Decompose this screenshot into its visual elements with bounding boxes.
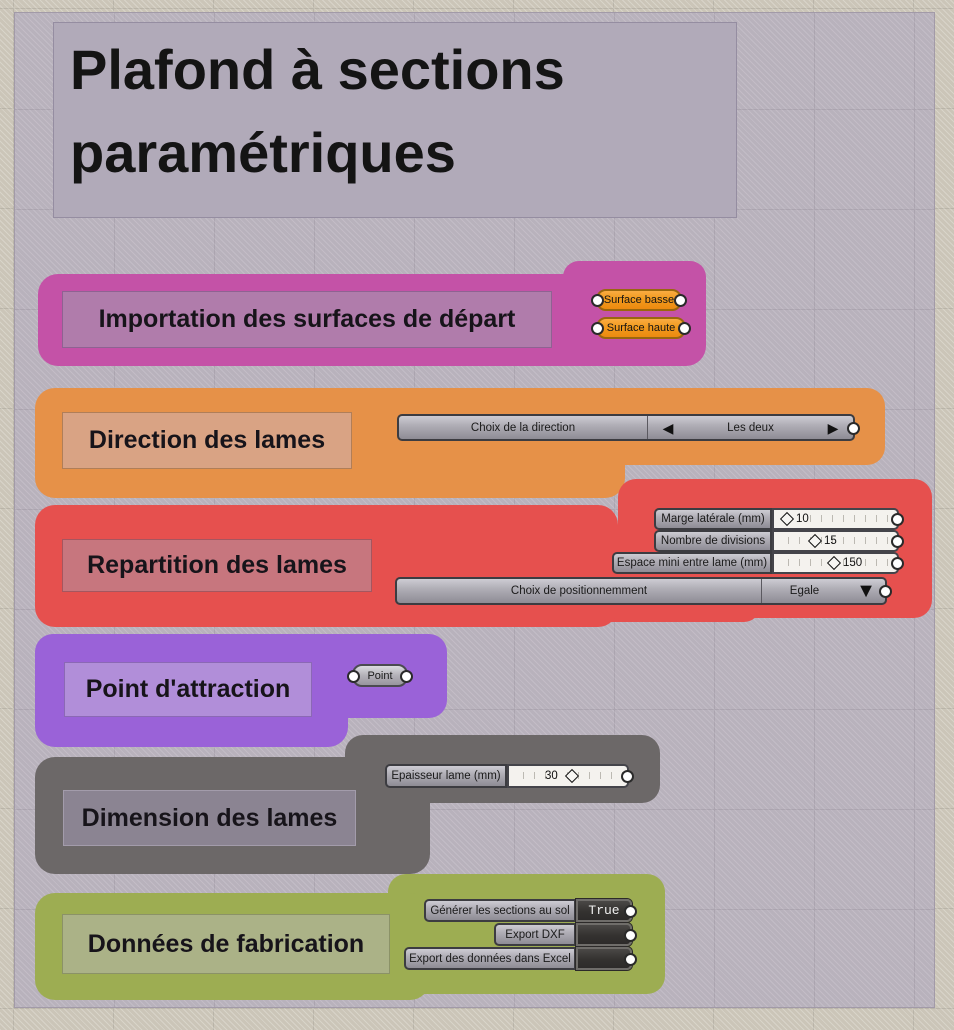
slider-marge-laterale-name: Marge latérale (mm) bbox=[654, 508, 772, 530]
slider-marge-laterale[interactable]: 10 bbox=[772, 508, 904, 530]
param-surface-haute-label: Surface haute bbox=[606, 322, 676, 334]
page-title: Plafond à sections paramétriques bbox=[70, 38, 565, 184]
slider-label: Epaisseur lame (mm) bbox=[391, 770, 501, 782]
toggle-label: Export des données dans Excel bbox=[409, 952, 571, 965]
value-list-direction-name: Choix de la direction bbox=[470, 421, 576, 434]
group-fabrication-label-panel: Données de fabrication bbox=[62, 914, 390, 974]
input-grip[interactable] bbox=[591, 294, 604, 307]
input-grip[interactable] bbox=[591, 322, 604, 335]
group-dimension-label-panel: Dimension des lames bbox=[63, 790, 356, 846]
value-list-positionnement-value: Egale bbox=[789, 585, 820, 597]
param-surface-basse-label: Surface basse bbox=[603, 294, 675, 306]
open-dropdown-button[interactable]: ▼ bbox=[847, 579, 885, 603]
group-importation-label: Importation des surfaces de départ bbox=[98, 305, 516, 333]
toggle-export-excel-name: Export des données dans Excel bbox=[404, 947, 576, 970]
toggle-export-dxf-name: Export DXF bbox=[494, 923, 576, 946]
toggle-label: Générer les sections au sol bbox=[430, 904, 570, 917]
title-panel: Plafond à sections paramétriques bbox=[53, 22, 737, 218]
slider-label: Marge latérale (mm) bbox=[661, 513, 765, 525]
output-grip[interactable] bbox=[891, 513, 904, 526]
output-grip[interactable] bbox=[847, 421, 860, 435]
value-list-direction[interactable]: Choix de la direction ◀ Les deux ▶ bbox=[397, 414, 860, 441]
slider-espace-mini[interactable]: 150 bbox=[772, 552, 904, 574]
slider-label: Espace mini entre lame (mm) bbox=[616, 557, 768, 569]
next-option-button[interactable]: ▶ bbox=[813, 416, 853, 439]
slider-value: 150 bbox=[843, 557, 863, 569]
output-grip[interactable] bbox=[624, 904, 637, 918]
group-importation-label-panel: Importation des surfaces de départ bbox=[62, 291, 552, 348]
slider-value: 10 bbox=[796, 513, 809, 525]
output-grip[interactable] bbox=[674, 294, 687, 307]
output-grip[interactable] bbox=[891, 535, 904, 548]
input-grip[interactable] bbox=[347, 669, 360, 683]
slider-ticks bbox=[778, 515, 893, 522]
group-dimension-label: Dimension des lames bbox=[81, 803, 338, 832]
output-grip[interactable] bbox=[891, 557, 904, 570]
param-surface-haute[interactable]: Surface haute bbox=[591, 317, 691, 339]
value-list-positionnement-name: Choix de positionnemment bbox=[510, 585, 648, 597]
output-grip[interactable] bbox=[624, 952, 637, 966]
group-attraction-label: Point d'attraction bbox=[85, 675, 291, 703]
toggle-export-dxf-button[interactable] bbox=[576, 923, 637, 946]
group-repartition-label: Repartition des lames bbox=[87, 551, 347, 579]
value-list-direction-value: Les deux bbox=[727, 421, 774, 434]
slider-value: 30 bbox=[545, 770, 558, 782]
dropdown-icon: ▼ bbox=[856, 580, 876, 602]
slider-value: 15 bbox=[824, 535, 837, 547]
slider-epaisseur-name: Epaisseur lame (mm) bbox=[385, 764, 507, 788]
slider-espace-mini-name: Espace mini entre lame (mm) bbox=[612, 552, 772, 574]
slider-nombre-divisions[interactable]: 15 bbox=[772, 530, 904, 552]
arrow-left-icon: ◀ bbox=[662, 419, 674, 436]
slider-label: Nombre de divisions bbox=[660, 535, 766, 547]
toggle-generer-sections-name: Générer les sections au sol bbox=[424, 899, 576, 922]
param-surface-basse[interactable]: Surface basse bbox=[591, 289, 687, 311]
output-grip[interactable] bbox=[624, 928, 637, 942]
output-grip[interactable] bbox=[621, 770, 634, 783]
toggle-generer-sections-button[interactable]: True bbox=[576, 899, 637, 922]
output-grip[interactable] bbox=[879, 585, 892, 598]
output-grip[interactable] bbox=[400, 669, 413, 683]
divider bbox=[761, 579, 762, 603]
toggle-label: Export DXF bbox=[505, 928, 565, 941]
slider-ticks bbox=[778, 537, 893, 544]
group-fabrication-label: Données de fabrication bbox=[87, 929, 365, 958]
divider bbox=[647, 416, 648, 439]
group-attraction-label-panel: Point d'attraction bbox=[64, 662, 312, 717]
param-point[interactable]: Point bbox=[347, 664, 413, 687]
slider-nombre-divisions-name: Nombre de divisions bbox=[654, 530, 772, 552]
toggle-export-excel-button[interactable] bbox=[576, 947, 637, 970]
group-direction-label: Direction des lames bbox=[88, 426, 326, 454]
slider-epaisseur[interactable]: 30 bbox=[507, 764, 634, 788]
group-direction-label-panel: Direction des lames bbox=[62, 412, 352, 469]
toggle-value: True bbox=[588, 903, 620, 918]
param-point-label: Point bbox=[367, 669, 393, 682]
group-repartition-label-panel: Repartition des lames bbox=[62, 539, 372, 592]
value-list-positionnement[interactable]: Choix de positionnemment Egale ▼ bbox=[395, 577, 892, 605]
prev-option-button[interactable]: ◀ bbox=[648, 416, 688, 439]
arrow-right-icon: ▶ bbox=[827, 419, 839, 436]
output-grip[interactable] bbox=[678, 322, 691, 335]
